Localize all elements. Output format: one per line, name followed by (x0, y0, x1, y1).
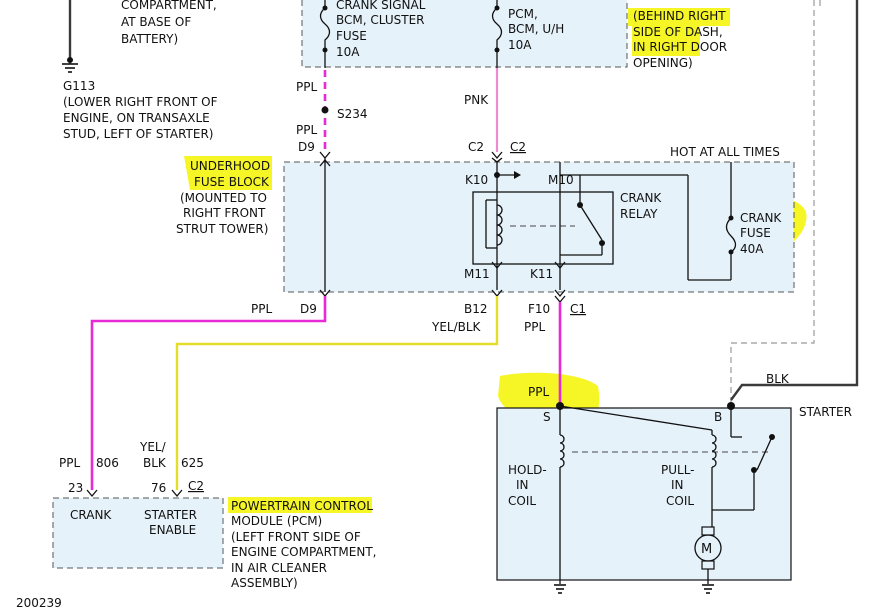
pcm-label: POWERTRAIN CONTROL MODULE (PCM) (LEFT FR… (231, 499, 380, 590)
f10-label: F10 (528, 302, 550, 316)
yel-blk-625-label: YEL/ BLK 625 (139, 440, 204, 470)
k11-label: K11 (530, 267, 553, 281)
starter-label: STARTER (799, 405, 852, 419)
hold-in-coil-label: HOLD- IN COIL (508, 463, 551, 508)
blk-label: BLK (766, 372, 790, 386)
ground-icons-bottom (554, 584, 714, 594)
fuse-block-top (301, 0, 628, 68)
b12-label: B12 (464, 302, 488, 316)
underhood-fuse-block-label: UNDERHOOD FUSE BLOCK (MOUNTED TO RIGHT F… (176, 159, 274, 236)
crank-pin-label: CRANK (70, 508, 112, 522)
figure-id-label: 200239 (16, 596, 62, 610)
ppl-806-label: PPL 806 (59, 456, 119, 470)
wire-yel-blk-625 (175, 296, 499, 490)
k10-label: K10 (465, 173, 488, 187)
crank-fuse-icon (725, 162, 737, 280)
underhood-fuse-block (283, 161, 795, 293)
c2-right-label: C2 (510, 140, 526, 154)
pcm-fuse-label: PCM, BCM, U/H 10A (508, 7, 568, 52)
wire-ppl-806 (90, 296, 327, 490)
gray-dashed-connection (730, 0, 815, 404)
c2-pcm-label: C2 (188, 479, 204, 493)
starter-enable-label: STARTER ENABLE (144, 508, 201, 537)
starter-box (496, 407, 792, 581)
pull-in-coil-label: PULL- IN COIL (661, 463, 698, 508)
battery-label: COMPARTMENT, AT BASE OF BATTERY) (121, 0, 221, 46)
ppl-mid-label: PPL (251, 302, 272, 316)
behind-dash-label: (BEHIND RIGHT SIDE OF DASH, IN RIGHT DOO… (633, 9, 731, 70)
pin-23-label: 23 (68, 481, 83, 495)
m10-label: M10 (548, 173, 574, 187)
m11-label: M11 (464, 267, 490, 281)
pin-76-label: 76 (151, 481, 166, 495)
starter-internals (559, 402, 775, 584)
d9-mid-label: D9 (300, 302, 317, 316)
pnk-label: PNK (464, 93, 489, 107)
pcm-box (52, 497, 224, 569)
b-terminal-label: B (714, 410, 722, 424)
crank-signal-fuse-icon (319, 0, 331, 68)
yel-blk-mid-label: YEL/BLK (431, 320, 482, 334)
crank-fuse-label: CRANK FUSE 40A (740, 211, 785, 256)
motor-icon: M (701, 542, 712, 557)
wire-ppl-top (321, 70, 329, 152)
c1-label: C1 (570, 302, 586, 316)
g113-label: G113 (LOWER RIGHT FRONT OF ENGINE, ON TR… (63, 79, 221, 141)
ppl-f10-label: PPL (524, 320, 545, 334)
ppl-d9-top-label: PPL D9 (296, 123, 321, 154)
crank-relay-label: CRANK RELAY (620, 191, 665, 221)
s234-label: S234 (337, 107, 368, 121)
hot-at-all-times-label: HOT AT ALL TIMES (670, 145, 780, 159)
crank-signal-fuse-label: CRANK SIGNAL BCM, CLUSTER FUSE 10A (336, 0, 429, 59)
ppl-s-label: PPL (528, 385, 549, 399)
connectors-bottom (491, 261, 566, 304)
pcm-fuse-icon (491, 0, 503, 68)
wire-blk-battery (730, 0, 859, 401)
labels: COMPARTMENT, AT BASE OF BATTERY) G113 (L… (16, 0, 852, 610)
c2-left-label: C2 (468, 140, 484, 154)
s-terminal-label: S (543, 410, 551, 424)
ground-g113 (62, 0, 78, 73)
ppl-top-label: PPL (296, 80, 317, 94)
